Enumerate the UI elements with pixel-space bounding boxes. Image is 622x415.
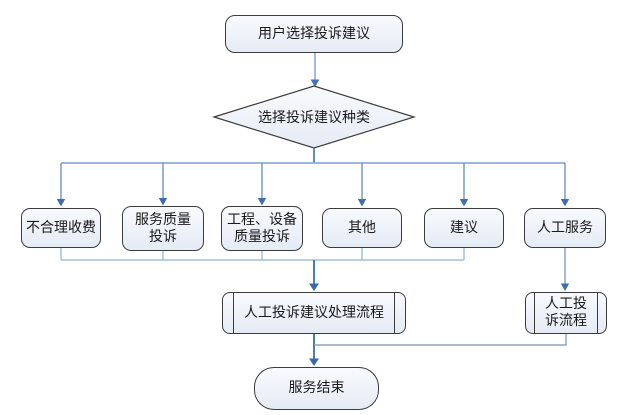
arrow-rail-to-service-quality bbox=[158, 163, 168, 206]
node-service-quality: 服务质量 投诉 bbox=[122, 206, 204, 251]
arrow-rail-to-engineering-equipment bbox=[257, 163, 267, 206]
node-start-label: 用户选择投诉建议 bbox=[258, 26, 370, 42]
node-manual-complaint-process-label: 人工投 诉流程 bbox=[545, 297, 587, 329]
arrow-start-to-decision bbox=[310, 53, 320, 87]
node-manual-service: 人工服务 bbox=[524, 208, 606, 248]
predefined-process-bar bbox=[394, 293, 395, 333]
branch-rail bbox=[61, 148, 565, 164]
node-manual-handling-process-label: 人工投诉建议处理流程 bbox=[244, 305, 384, 321]
node-service-quality-label: 服务质量 投诉 bbox=[135, 212, 191, 245]
merge-rail bbox=[60, 248, 465, 261]
arrow-rail-to-suggestion bbox=[459, 163, 469, 207]
elbow-complaint-process-to-end bbox=[314, 334, 567, 346]
arrow-rail-to-manual-service bbox=[560, 163, 570, 207]
node-engineering-equipment-label: 工程、设备 质量投诉 bbox=[227, 212, 297, 245]
decision-diamond-shape bbox=[211, 85, 417, 149]
arrow-rail-to-other bbox=[357, 163, 367, 207]
node-engineering-equipment: 工程、设备 质量投诉 bbox=[221, 206, 303, 251]
node-unreasonable-fee: 不合理收费 bbox=[21, 208, 101, 248]
predefined-process-bar bbox=[233, 293, 234, 333]
predefined-process-bar bbox=[534, 293, 535, 333]
node-manual-handling-process: 人工投诉建议处理流程 bbox=[222, 292, 406, 334]
node-manual-complaint-process: 人工投 诉流程 bbox=[525, 292, 607, 334]
node-end-label: 服务结束 bbox=[288, 381, 345, 396]
node-manual-service-label: 人工服务 bbox=[537, 220, 593, 236]
arrow-merge-to-manual-handling bbox=[309, 260, 319, 291]
arrow-manual-handling-to-end bbox=[309, 334, 319, 366]
node-end: 服务结束 bbox=[254, 367, 379, 410]
node-other: 其他 bbox=[322, 208, 402, 248]
node-decision-label: 选择投诉建议种类 bbox=[258, 111, 370, 126]
arrow-rail-to-unreasonable-fee bbox=[56, 163, 66, 207]
node-start: 用户选择投诉建议 bbox=[225, 15, 403, 53]
node-suggestion-label: 建议 bbox=[450, 220, 478, 236]
node-decision: 选择投诉建议种类 bbox=[214, 86, 414, 148]
node-other-label: 其他 bbox=[348, 220, 376, 236]
predefined-process-bar bbox=[597, 293, 598, 333]
node-suggestion: 建议 bbox=[424, 208, 504, 248]
arrow-manual-service-to-complaint-process bbox=[560, 248, 570, 291]
node-unreasonable-fee-label: 不合理收费 bbox=[26, 220, 96, 236]
